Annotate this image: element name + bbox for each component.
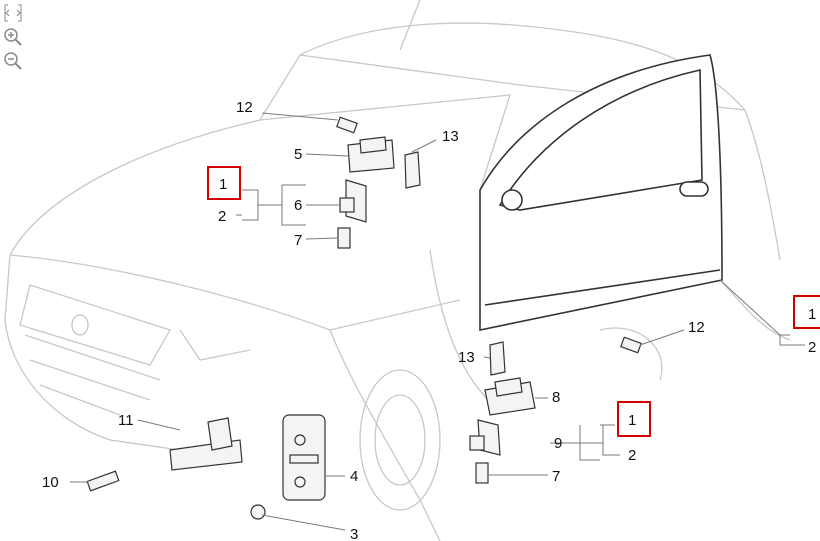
upper-hinge-part-5 <box>347 136 395 173</box>
callout-1-right[interactable]: 1 <box>808 306 816 323</box>
callout-12-lower[interactable]: 12 <box>688 319 705 336</box>
lower-hinge-part-6 <box>339 179 367 223</box>
zoom-in-icon[interactable] <box>2 26 24 48</box>
callout-4[interactable]: 4 <box>350 468 358 485</box>
callout-9[interactable]: 9 <box>554 435 562 452</box>
callout-2-left[interactable]: 2 <box>218 208 226 225</box>
lower-hinge-part-9 <box>469 419 501 456</box>
bolt-12-upper <box>336 116 358 134</box>
callout-6[interactable]: 6 <box>294 197 302 214</box>
leader-lines <box>70 112 805 531</box>
screw-3 <box>250 504 266 520</box>
callout-11[interactable]: 11 <box>118 412 134 429</box>
callout-7-upper[interactable]: 7 <box>294 232 302 249</box>
striker-plate-4 <box>282 414 326 501</box>
bolt-7-lower <box>475 462 489 484</box>
zoom-out-icon[interactable] <box>2 50 24 72</box>
viewer-toolbar <box>2 2 26 74</box>
callout-1-lower[interactable]: 1 <box>628 412 636 429</box>
callout-7-lower[interactable]: 7 <box>552 468 560 485</box>
callout-12-upper[interactable]: 12 <box>236 99 253 116</box>
bolt-7-upper <box>337 227 351 249</box>
callout-3[interactable]: 3 <box>350 526 358 541</box>
front-door <box>479 54 723 331</box>
upper-hinge-part-8 <box>484 377 536 416</box>
door-check-11 <box>169 417 243 471</box>
bolt-10 <box>86 470 120 492</box>
callout-2-right[interactable]: 2 <box>808 339 816 356</box>
callout-13-upper[interactable]: 13 <box>442 128 459 145</box>
callout-5[interactable]: 5 <box>294 146 302 163</box>
callout-labels: 12 5 13 1 2 6 7 1 2 12 13 8 1 9 2 7 11 1… <box>42 99 816 541</box>
highlight-box-1-left <box>207 166 241 200</box>
callout-10[interactable]: 10 <box>42 474 59 491</box>
callout-1-left[interactable]: 1 <box>219 176 227 193</box>
bolt-12-lower <box>620 336 642 354</box>
callout-13-lower[interactable]: 13 <box>458 349 475 366</box>
callout-2-lower[interactable]: 2 <box>628 447 636 464</box>
expand-icon[interactable] <box>2 2 24 24</box>
shim-13-lower <box>489 341 506 376</box>
callout-8[interactable]: 8 <box>552 389 560 406</box>
highlight-box-1-right <box>793 295 820 329</box>
highlight-box-1-lower <box>617 401 651 437</box>
shim-13-upper <box>404 151 421 189</box>
